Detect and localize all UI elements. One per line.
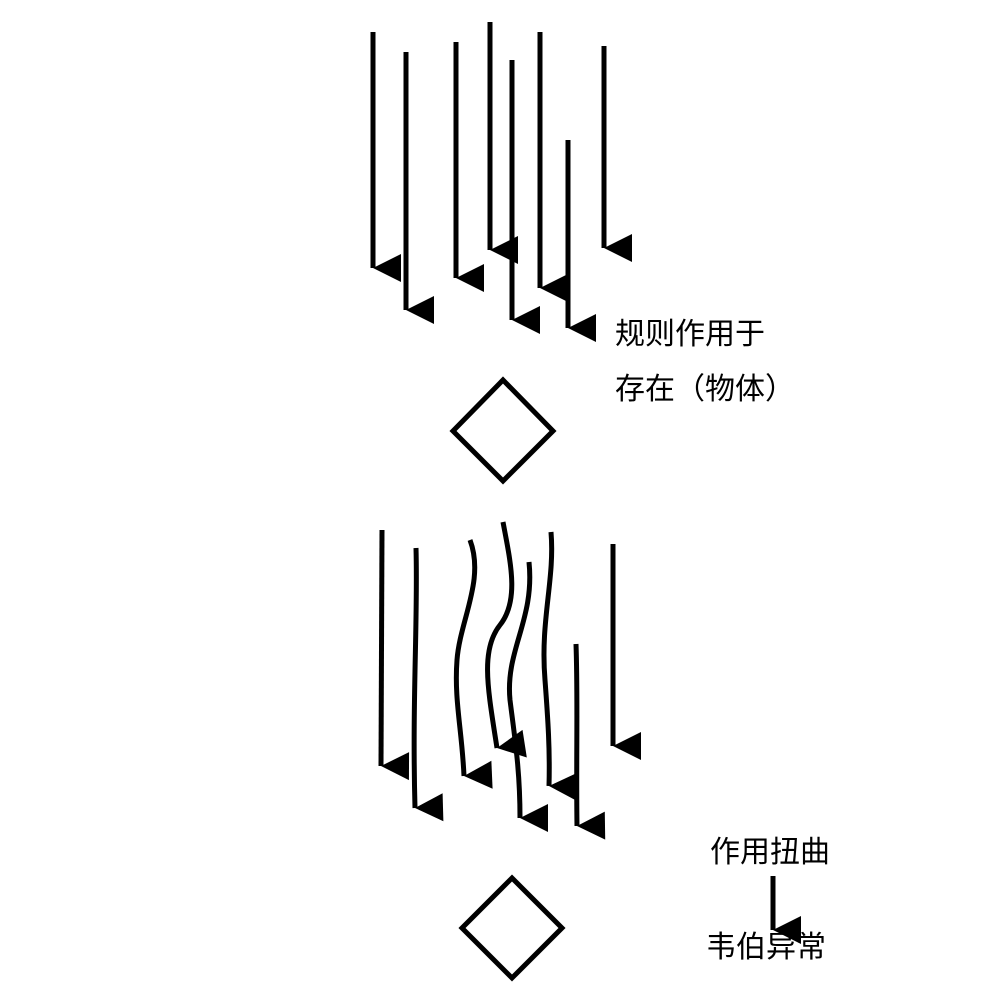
distorted-arrow bbox=[378, 529, 410, 781]
distorted-arrow bbox=[573, 643, 606, 840]
label-rules-act-on: 规则作用于 bbox=[615, 317, 765, 352]
object-diamond-top bbox=[449, 376, 557, 485]
distorted-arrow bbox=[411, 547, 444, 822]
label-effect-distortion: 作用扭曲 bbox=[710, 835, 830, 870]
distorted-arrow bbox=[541, 531, 578, 801]
distorted-arrow bbox=[506, 561, 549, 832]
distorted-arrow bbox=[485, 521, 527, 758]
distorted-arrows-group bbox=[378, 521, 641, 840]
distorted-arrow bbox=[453, 539, 493, 789]
label-existence-object: 存在（物体） bbox=[615, 372, 795, 407]
object-diamond-bottom bbox=[458, 874, 566, 982]
label-weber-anomaly: 韦伯异常 bbox=[706, 930, 826, 965]
straight-arrows-group bbox=[370, 22, 632, 342]
